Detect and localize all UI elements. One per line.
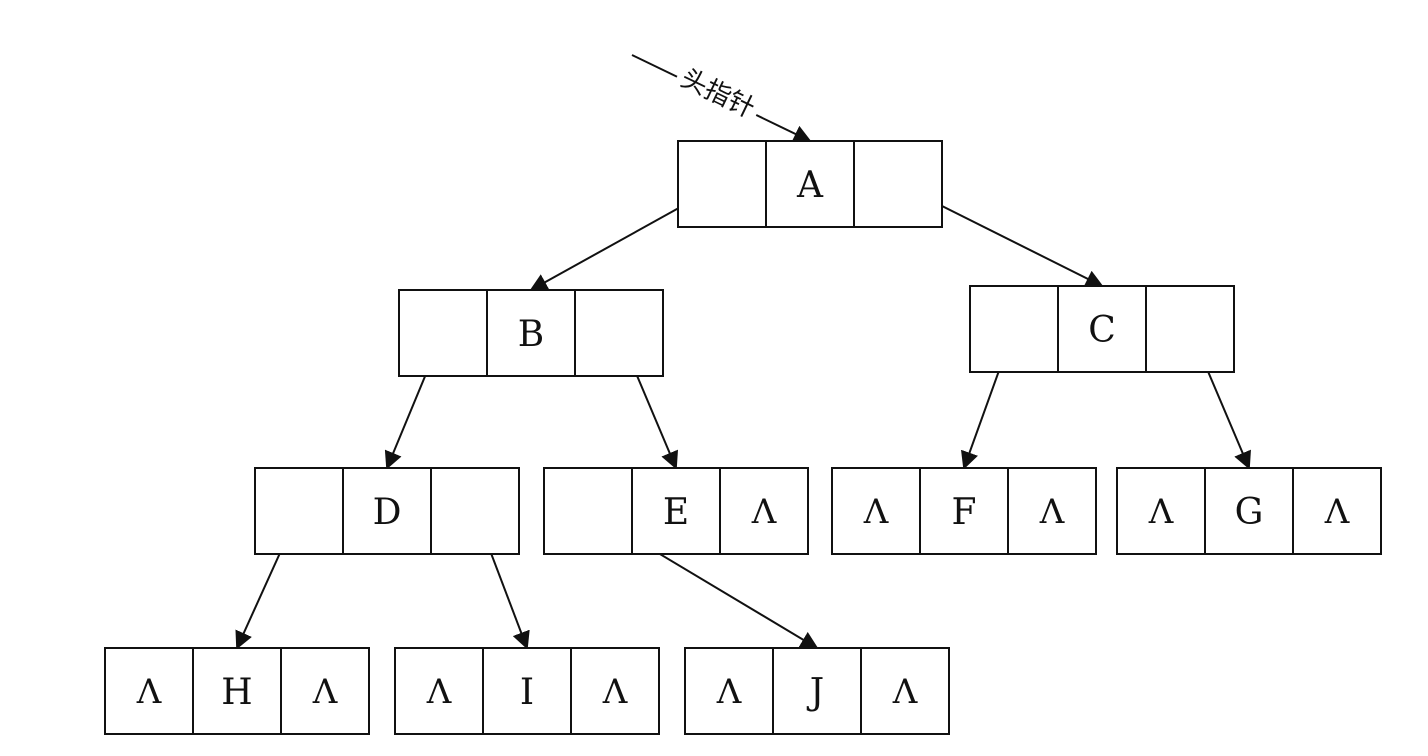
node-I-label: I [520, 672, 534, 713]
head-pointer-label-background [671, 56, 766, 126]
node-I-left-cell [394, 647, 484, 735]
node-C-right-cell [1145, 285, 1235, 373]
node-J-left-cell [684, 647, 774, 735]
node-F-data-cell [919, 467, 1009, 555]
node-I-left-null: Λ [426, 672, 452, 712]
node-H-right-cell [280, 647, 370, 735]
tree-node-B: B [398, 289, 664, 377]
node-E-left-cell [543, 467, 633, 555]
node-E-right-cell [719, 467, 809, 555]
node-G-right-cell [1292, 467, 1382, 555]
node-H-right-null: Λ [312, 672, 338, 712]
node-J-right-cell [860, 647, 950, 735]
node-C-label: C [1088, 310, 1116, 351]
node-E-data-cell [631, 467, 721, 555]
node-E-right-null: Λ [751, 492, 777, 532]
node-F-left-null: Λ [863, 492, 889, 532]
node-D-left-cell [254, 467, 344, 555]
node-F-right-null: Λ [1039, 492, 1065, 532]
node-E-label: E [663, 492, 689, 533]
node-B-right-cell [574, 289, 664, 377]
node-J-left-null: Λ [716, 672, 742, 712]
node-J-right-null: Λ [892, 672, 918, 712]
node-B-left-cell [398, 289, 488, 377]
node-C-data-cell [1057, 285, 1147, 373]
tree-node-C: C [969, 285, 1235, 373]
node-G-label: G [1235, 492, 1264, 533]
node-B-label: B [518, 314, 544, 355]
node-J-label: J [806, 672, 824, 713]
node-D-data-cell [342, 467, 432, 555]
edges-layer [235, 183, 1251, 650]
node-I-right-cell [570, 647, 660, 735]
node-A-right-cell [853, 140, 943, 228]
node-G-data-cell [1204, 467, 1294, 555]
node-H-left-null: Λ [136, 672, 162, 712]
tree-node-A: A [677, 140, 943, 228]
node-B-data-cell [486, 289, 576, 377]
node-D-right-cell [430, 467, 520, 555]
node-H-left-cell [104, 647, 194, 735]
node-G-left-cell [1116, 467, 1206, 555]
node-F-label: F [952, 492, 977, 533]
node-C-left-cell [969, 285, 1059, 373]
node-H-label: H [221, 672, 252, 713]
node-I-data-cell [482, 647, 572, 735]
node-G-left-null: Λ [1148, 492, 1174, 532]
node-A-left-cell [677, 140, 767, 228]
node-A-label: A [796, 165, 824, 206]
head-pointer: 头指针 [631, 54, 812, 143]
node-D-label: D [373, 492, 402, 533]
node-I-right-null: Λ [602, 672, 628, 712]
tree-node-D: D [254, 467, 520, 555]
node-F-right-cell [1007, 467, 1097, 555]
node-F-left-cell [831, 467, 921, 555]
node-G-right-null: Λ [1324, 492, 1350, 532]
